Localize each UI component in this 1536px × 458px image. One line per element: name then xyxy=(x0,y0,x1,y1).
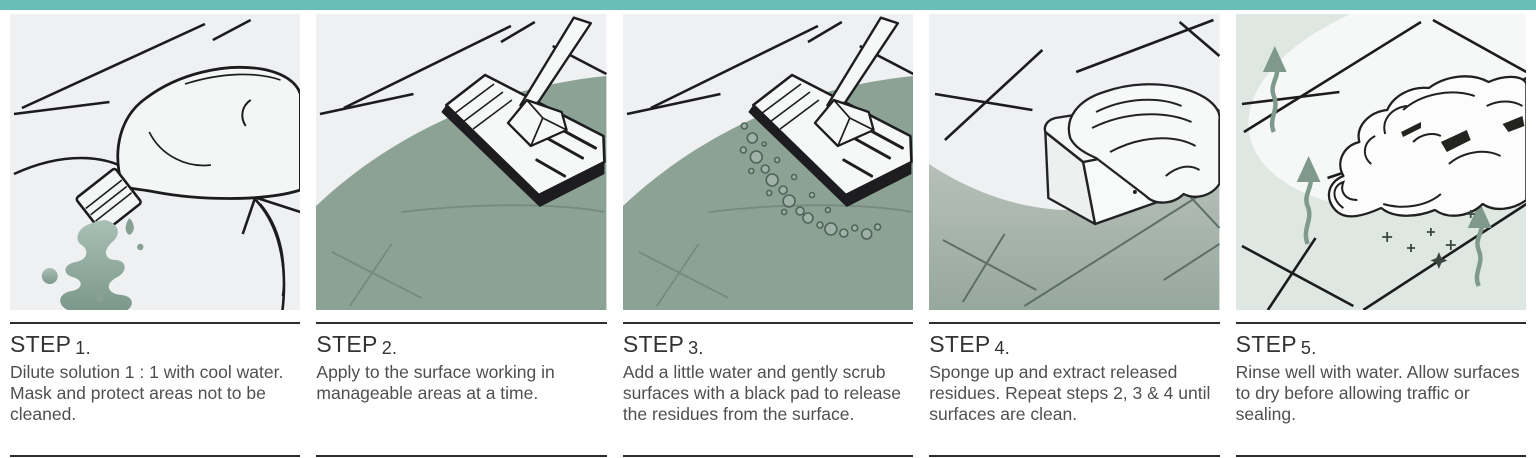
step-3-body: Add a little water and gently scrub surf… xyxy=(622,362,902,424)
hands-wringing-cloth-icon xyxy=(1235,14,1527,310)
sparkles xyxy=(1381,210,1475,252)
step-2-body: Apply to the surface working in manageab… xyxy=(316,362,555,403)
step-4-body: Sponge up and extract released residues.… xyxy=(929,362,1211,424)
drying-arrows xyxy=(1262,46,1492,287)
step-5-number: 5. xyxy=(1300,338,1317,358)
step-4-number: 4. xyxy=(994,338,1011,358)
step-5-body: Rinse well with water. Allow surfaces to… xyxy=(1235,362,1520,424)
illustration-strip xyxy=(0,14,1536,310)
flat-mop-apply-icon xyxy=(316,14,607,310)
step-1-illustration-panel xyxy=(10,14,301,310)
step-2-illustration-panel xyxy=(316,14,607,310)
bottle-pouring-solution-icon xyxy=(10,14,301,310)
step-3-illustration-panel xyxy=(622,14,914,310)
step-1-number: 1. xyxy=(75,338,91,358)
step-3-number: 3. xyxy=(688,338,704,358)
top-accent-bar xyxy=(0,0,1536,10)
flat-mop-scrub-bubbles-icon xyxy=(622,14,914,310)
hand-sponge-extract-icon xyxy=(929,14,1220,310)
step-2-number: 2. xyxy=(381,338,398,358)
step-4-illustration-panel xyxy=(929,14,1220,310)
step-5-illustration-panel xyxy=(1235,14,1527,310)
step-1-body: Dilute solution 1 : 1 with cool water. M… xyxy=(10,362,284,424)
